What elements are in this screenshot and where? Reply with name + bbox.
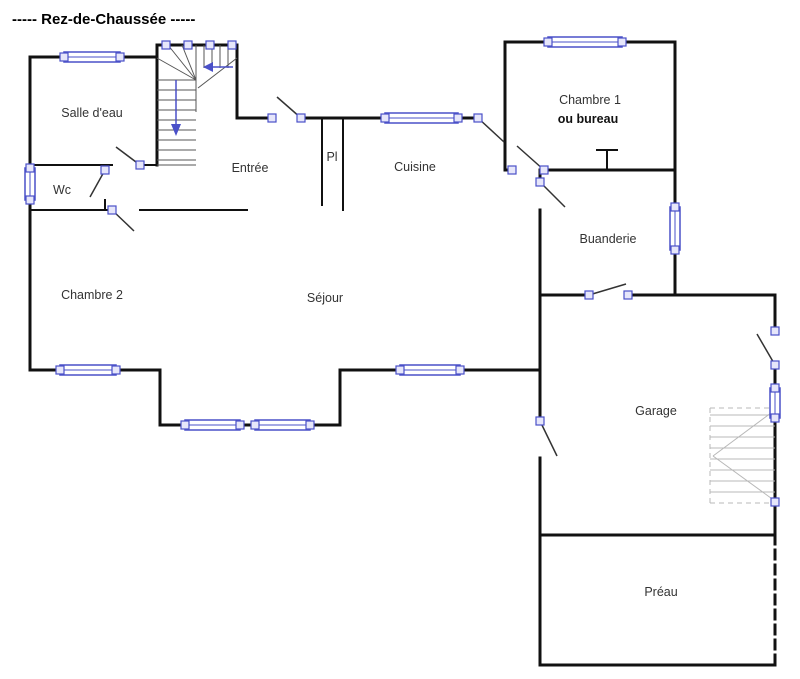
- door-buanderie: [535, 177, 566, 208]
- window-buanderie: [669, 202, 681, 255]
- window-sejour-right: [395, 364, 465, 376]
- door-garage-left: [535, 416, 558, 457]
- door-garage-top: [584, 283, 633, 300]
- door-garage-right: [756, 326, 780, 370]
- door-entree-front: [267, 96, 306, 123]
- door-salle-deau: [115, 146, 145, 170]
- room-label-entree: Entrée: [232, 161, 269, 175]
- door-chambre1: [507, 145, 549, 175]
- room-label-buanderie: Buanderie: [580, 232, 637, 246]
- window-cuisine: [380, 112, 463, 124]
- window-wc: [24, 163, 36, 205]
- floorplan-title: ----- Rez-de-Chaussée -----: [12, 11, 195, 28]
- window-chambre1: [543, 36, 627, 48]
- wall-tick: [770, 497, 780, 507]
- room-label-garage: Garage: [635, 404, 677, 418]
- garage-staircase: [709, 407, 776, 504]
- room-label-pl: Pl: [326, 150, 337, 164]
- window-sejour-left-1: [180, 419, 245, 431]
- room-label-wc: Wc: [53, 183, 71, 197]
- door-chambre2: [107, 205, 135, 232]
- stair-left-arrow-icon: [203, 62, 233, 72]
- room-label-sejour: Séjour: [307, 291, 343, 305]
- labels: ----- Rez-de-Chaussée ----- Salle d'eau …: [12, 11, 678, 599]
- room-label-chambre1-line1: Chambre 1: [559, 93, 621, 107]
- main-staircase: [156, 40, 238, 166]
- window-sejour-left-2: [250, 419, 315, 431]
- windows: [24, 36, 781, 431]
- window-salle-deau: [59, 51, 125, 63]
- doors: [89, 96, 780, 507]
- room-label-chambre2: Chambre 2: [61, 288, 123, 302]
- room-label-chambre1-line2: ou bureau: [558, 112, 618, 126]
- room-label-salle-deau: Salle d'eau: [61, 106, 123, 120]
- door-wc: [89, 165, 110, 198]
- room-label-cuisine: Cuisine: [394, 160, 436, 174]
- walls: [28, 40, 777, 667]
- door-cuisine: [473, 113, 505, 143]
- stair-down-arrow-icon: [171, 80, 181, 136]
- window-garage: [769, 383, 781, 423]
- window-chambre2: [55, 364, 121, 376]
- room-label-preau: Préau: [644, 585, 677, 599]
